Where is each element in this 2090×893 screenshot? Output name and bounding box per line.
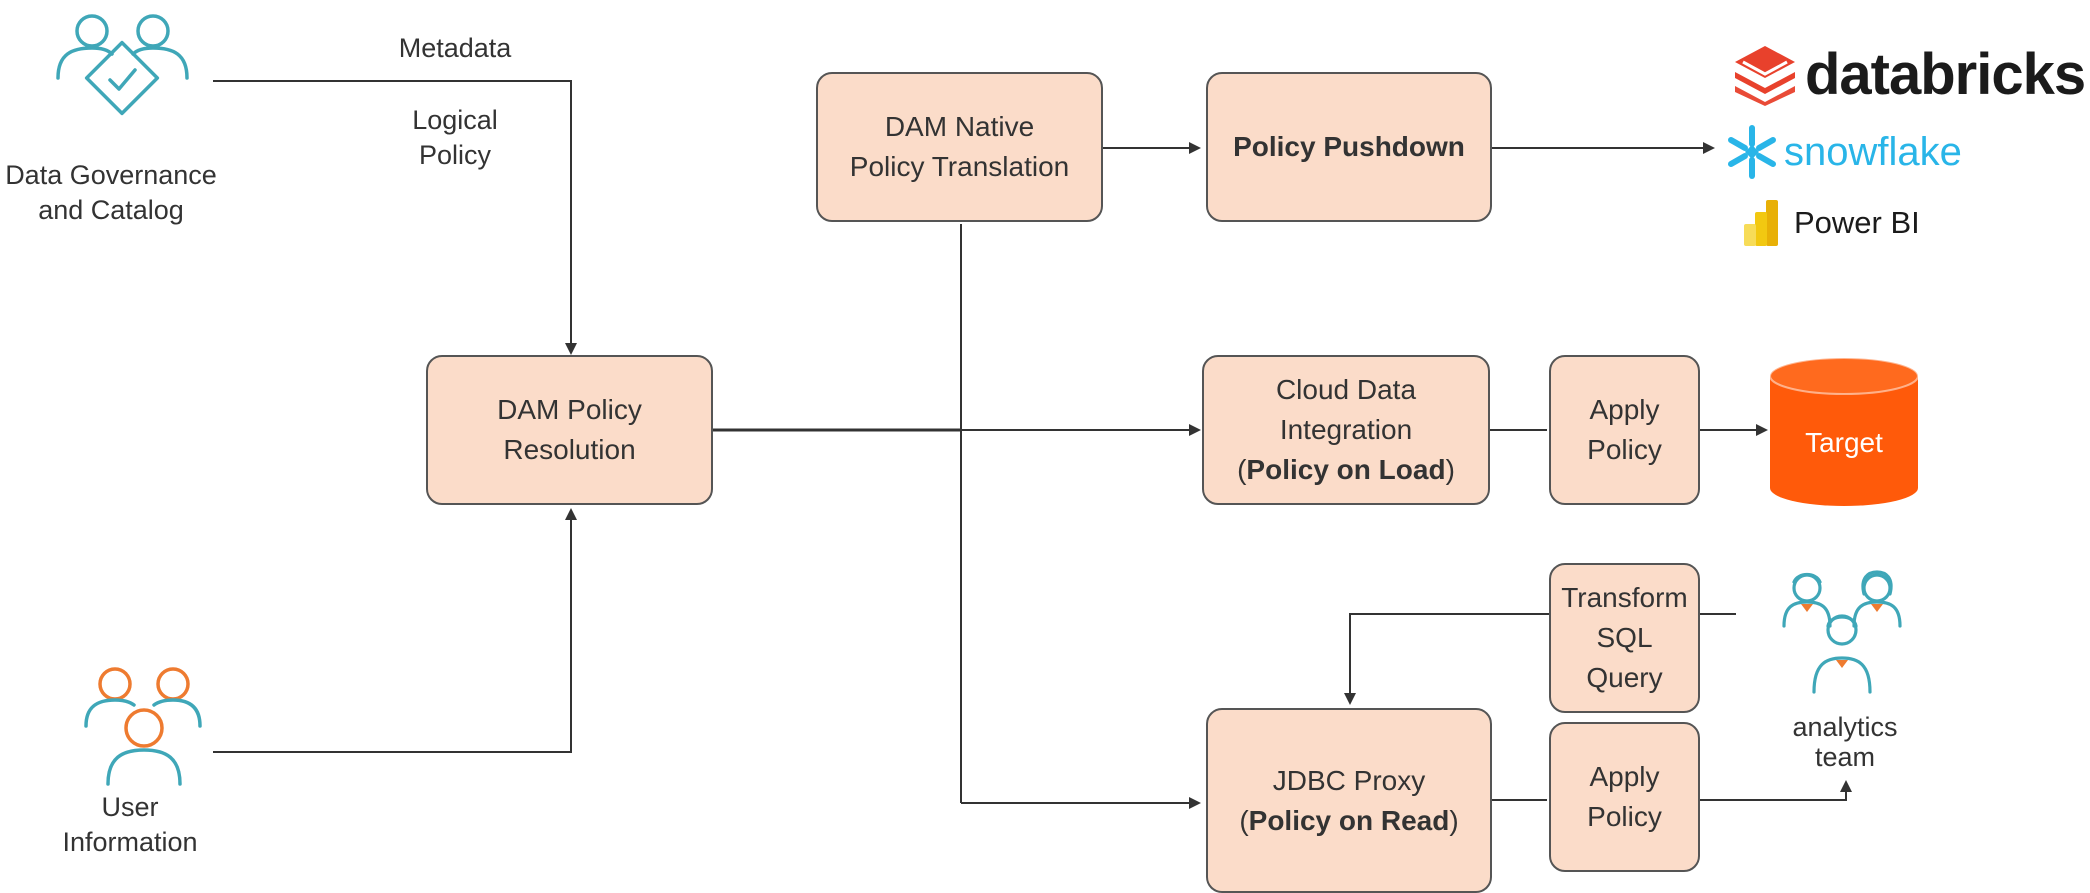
apply-load-line1: Apply bbox=[1589, 394, 1660, 425]
apply-load-line2: Policy bbox=[1587, 434, 1662, 465]
edge-apply-to-team bbox=[1700, 780, 1852, 801]
edge-governance-to-resolution bbox=[213, 80, 577, 355]
governance-line1: Data Governance bbox=[5, 160, 217, 190]
user-line2: Information bbox=[62, 827, 198, 857]
translation-line1: DAM Native bbox=[884, 111, 1035, 142]
jdbc-policy-on-read: Policy on Read bbox=[1248, 804, 1450, 836]
target-label: Target bbox=[1805, 427, 1883, 458]
edge-user-to-resolution bbox=[213, 508, 577, 753]
translation-line2: Policy Translation bbox=[849, 151, 1070, 182]
jdbc-line2: (Policy on Read) bbox=[1239, 801, 1458, 841]
resolution-line1: DAM Policy bbox=[497, 394, 642, 425]
snowflake-logo: snowflake bbox=[1724, 124, 1962, 180]
cdi-line2: Integration bbox=[1279, 414, 1413, 445]
databricks-wordmark: databricks bbox=[1805, 42, 2086, 107]
database-cylinder-icon bbox=[1769, 357, 1919, 506]
cloud-data-integration-box: Cloud Data Integration (Policy on Load) bbox=[1202, 355, 1490, 505]
transform-line1: Transform bbox=[1561, 582, 1688, 613]
user-label: User Information bbox=[30, 790, 230, 860]
apply-policy-load-box: Apply Policy bbox=[1549, 355, 1700, 505]
cdi-line1: Cloud Data bbox=[1275, 374, 1417, 405]
analytics-team-label: analytics team bbox=[1760, 712, 1930, 772]
databricks-mark-icon bbox=[1735, 46, 1795, 106]
snowflake-mark-icon bbox=[1728, 125, 1776, 179]
logical-line1: Logical bbox=[412, 105, 498, 135]
team-line2: team bbox=[1814, 742, 1876, 772]
logical-policy-label: Logical Policy bbox=[380, 103, 530, 173]
cdi-line3: (Policy on Load) bbox=[1237, 450, 1455, 490]
governance-line2: and Catalog bbox=[38, 195, 184, 225]
transform-line3: Query bbox=[1586, 662, 1663, 693]
snowflake-wordmark: snowflake bbox=[1784, 130, 1962, 174]
cdi-open-paren: ( bbox=[1237, 454, 1247, 485]
policy-pushdown-box: Policy Pushdown bbox=[1206, 72, 1492, 222]
apply-read-line2: Policy bbox=[1587, 801, 1662, 832]
transform-sql-query-box: Transform SQL Query bbox=[1549, 563, 1700, 713]
jdbc-open-paren: ( bbox=[1239, 804, 1249, 836]
databricks-logo: databricks bbox=[1733, 42, 2086, 107]
jdbc-close-paren: ) bbox=[1449, 804, 1459, 836]
powerbi-wordmark: Power BI bbox=[1794, 205, 1920, 240]
apply-read-line1: Apply bbox=[1589, 761, 1660, 792]
analytics-team-icon bbox=[1782, 570, 1902, 694]
powerbi-mark-icon bbox=[1744, 200, 1778, 246]
logical-line2: Policy bbox=[418, 140, 492, 170]
dam-native-translation-box: DAM Native Policy Translation bbox=[816, 72, 1103, 222]
powerbi-logo: Power BI bbox=[1742, 200, 1920, 246]
transform-line2: SQL bbox=[1596, 622, 1653, 653]
pushdown-line1: Policy Pushdown bbox=[1233, 131, 1465, 162]
governance-label: Data Governance and Catalog bbox=[0, 158, 222, 228]
people-group-icon bbox=[84, 667, 202, 786]
team-line1: analytics bbox=[1792, 712, 1898, 742]
user-line1: User bbox=[101, 792, 159, 822]
people-check-icon bbox=[56, 14, 189, 116]
cdi-close-paren: ) bbox=[1445, 454, 1455, 485]
resolution-line2: Resolution bbox=[503, 434, 636, 465]
jdbc-line1: JDBC Proxy bbox=[1272, 764, 1426, 796]
jdbc-proxy-box: JDBC Proxy (Policy on Read) bbox=[1206, 708, 1492, 893]
cdi-policy-on-load: Policy on Load bbox=[1246, 454, 1446, 485]
apply-policy-read-box: Apply Policy bbox=[1549, 722, 1700, 872]
metadata-label: Metadata bbox=[398, 33, 512, 63]
dam-policy-resolution-box: DAM Policy Resolution bbox=[426, 355, 713, 505]
